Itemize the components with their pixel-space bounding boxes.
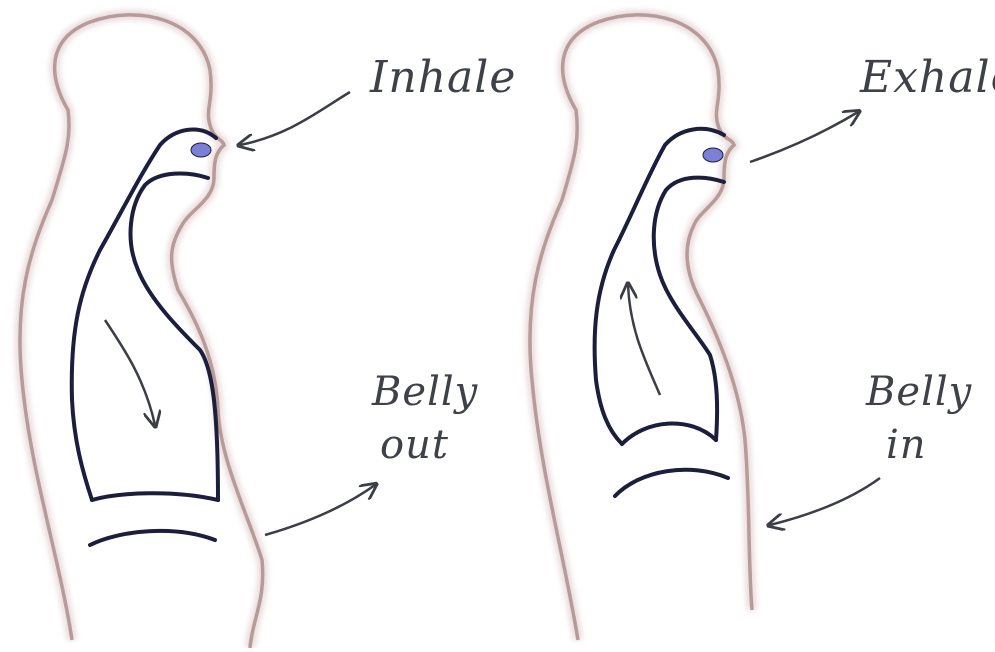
belly-out-pointer-arrow — [265, 485, 375, 535]
inhale-pointer-arrow — [240, 92, 350, 145]
exhale-figure — [530, 15, 880, 640]
belly-in-pointer-arrow — [770, 478, 880, 525]
inhale-airflow-arrow — [105, 320, 155, 425]
exhale-pointer-arrow — [750, 112, 858, 162]
inhale-belly-line — [90, 531, 215, 545]
exhale-airflow-arrow — [628, 285, 660, 395]
inhale-label: Inhale — [370, 56, 516, 100]
inhale-body-glow — [20, 15, 263, 648]
exhale-diaphragm — [622, 423, 716, 444]
belly-in-label-line1: Belly — [866, 372, 972, 412]
exhale-label: Exhale — [860, 56, 995, 100]
exhale-nostril — [703, 148, 723, 162]
belly-in-label-line2: in — [886, 425, 927, 465]
exhale-airway-inner — [654, 178, 724, 440]
belly-out-label-line1: Belly — [372, 372, 478, 412]
inhale-nostril — [191, 143, 211, 157]
inhale-figure — [20, 15, 375, 648]
exhale-belly-line — [615, 470, 728, 496]
belly-out-label-line2: out — [380, 425, 449, 465]
inhale-diaphragm — [92, 493, 218, 500]
